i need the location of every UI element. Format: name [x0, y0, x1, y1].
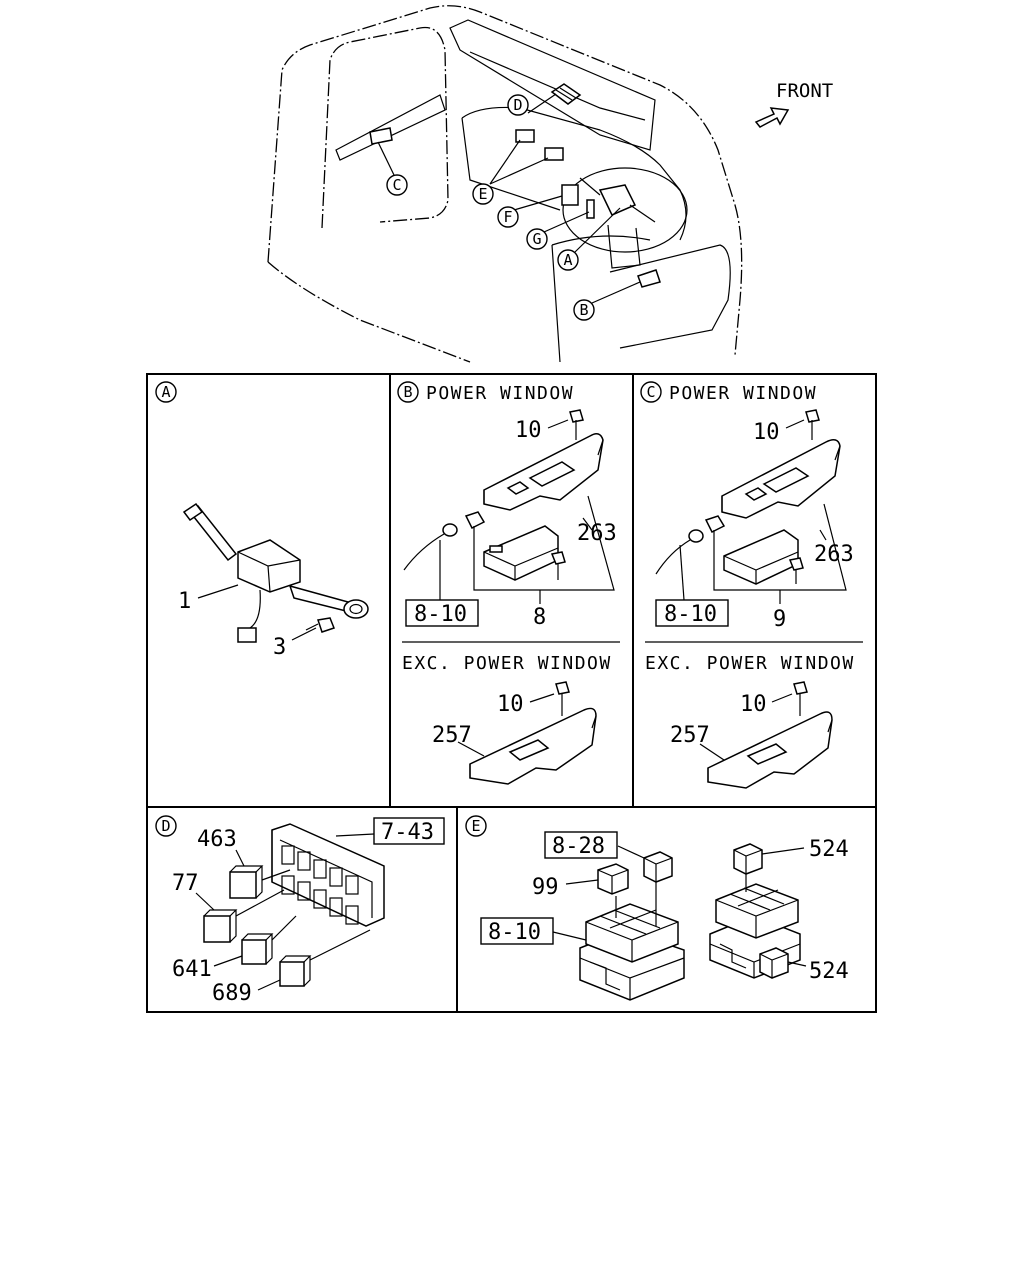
label-d-ref-7-43: 7-43 [381, 820, 434, 845]
label-d-463: 463 [197, 827, 237, 852]
callout-c: C [386, 174, 408, 196]
panel-c-title: POWER WINDOW [669, 383, 817, 404]
label-switch-1: 1 [178, 589, 191, 614]
cab-overview: D C E F G A B FRONT [267, 5, 833, 363]
callout-e: E [472, 183, 494, 205]
panel-b-letter: B [397, 381, 419, 403]
label-b-clip-top: 10 [515, 418, 542, 443]
svg-text:B: B [579, 301, 588, 319]
label-b-clip-bottom: 10 [497, 692, 524, 717]
panel-e-letter: E [465, 815, 487, 837]
panel-b-title: POWER WINDOW [426, 383, 574, 404]
label-b-ref-8-10: 8-10 [414, 602, 467, 627]
label-e-99: 99 [532, 875, 559, 900]
callout-b: B [573, 299, 595, 321]
callout-a: A [557, 249, 579, 271]
svg-text:A: A [563, 251, 572, 269]
label-e-ref-8-10: 8-10 [488, 920, 541, 945]
panel-a: A 1 3 [155, 381, 369, 660]
svg-text:B: B [403, 383, 412, 401]
label-e-ref-8-28: 8-28 [552, 834, 605, 859]
label-screw-3: 3 [273, 635, 286, 660]
callout-f: F [497, 206, 519, 228]
panel-c: C POWER WINDOW 10 263 8-10 9 EXC. POWER … [640, 381, 863, 789]
panel-b: B POWER WINDOW 10 263 8-10 8 EXC. POWER [397, 381, 620, 785]
label-d-77: 77 [172, 871, 199, 896]
front-label: FRONT [776, 80, 833, 102]
svg-text:E: E [471, 817, 480, 835]
svg-text:E: E [478, 185, 487, 203]
panel-frame [146, 373, 877, 1013]
label-b-263: 263 [577, 521, 617, 546]
callout-g: G [526, 228, 548, 250]
label-c-257: 257 [670, 723, 710, 748]
label-c-ref-8-10: 8-10 [664, 602, 717, 627]
panel-d: D 7-43 463 77 641 689 [155, 815, 445, 1006]
svg-text:A: A [161, 383, 170, 401]
panel-e: E 99 8-28 8-10 524 [465, 815, 849, 1001]
svg-text:F: F [503, 208, 512, 226]
label-c-switch-9: 9 [773, 607, 786, 632]
label-e-524-bottom: 524 [809, 959, 849, 984]
svg-text:D: D [513, 96, 522, 114]
label-b-257: 257 [432, 723, 472, 748]
label-c-clip-bottom: 10 [740, 692, 767, 717]
panel-c-letter: C [640, 381, 662, 403]
svg-text:C: C [392, 176, 401, 194]
svg-text:G: G [532, 230, 541, 248]
panel-b-exc-title: EXC. POWER WINDOW [402, 653, 612, 674]
svg-text:D: D [161, 817, 170, 835]
panel-a-letter: A [155, 381, 177, 403]
panel-d-letter: D [155, 815, 177, 837]
panel-c-exc-title: EXC. POWER WINDOW [645, 653, 855, 674]
label-b-switch-8: 8 [533, 605, 546, 630]
callout-d: D [507, 94, 529, 116]
label-d-689: 689 [212, 981, 252, 1006]
svg-text:C: C [646, 383, 655, 401]
label-d-641: 641 [172, 957, 212, 982]
label-c-263: 263 [814, 542, 854, 567]
label-c-clip-top: 10 [753, 420, 780, 445]
label-e-524-top: 524 [809, 837, 849, 862]
